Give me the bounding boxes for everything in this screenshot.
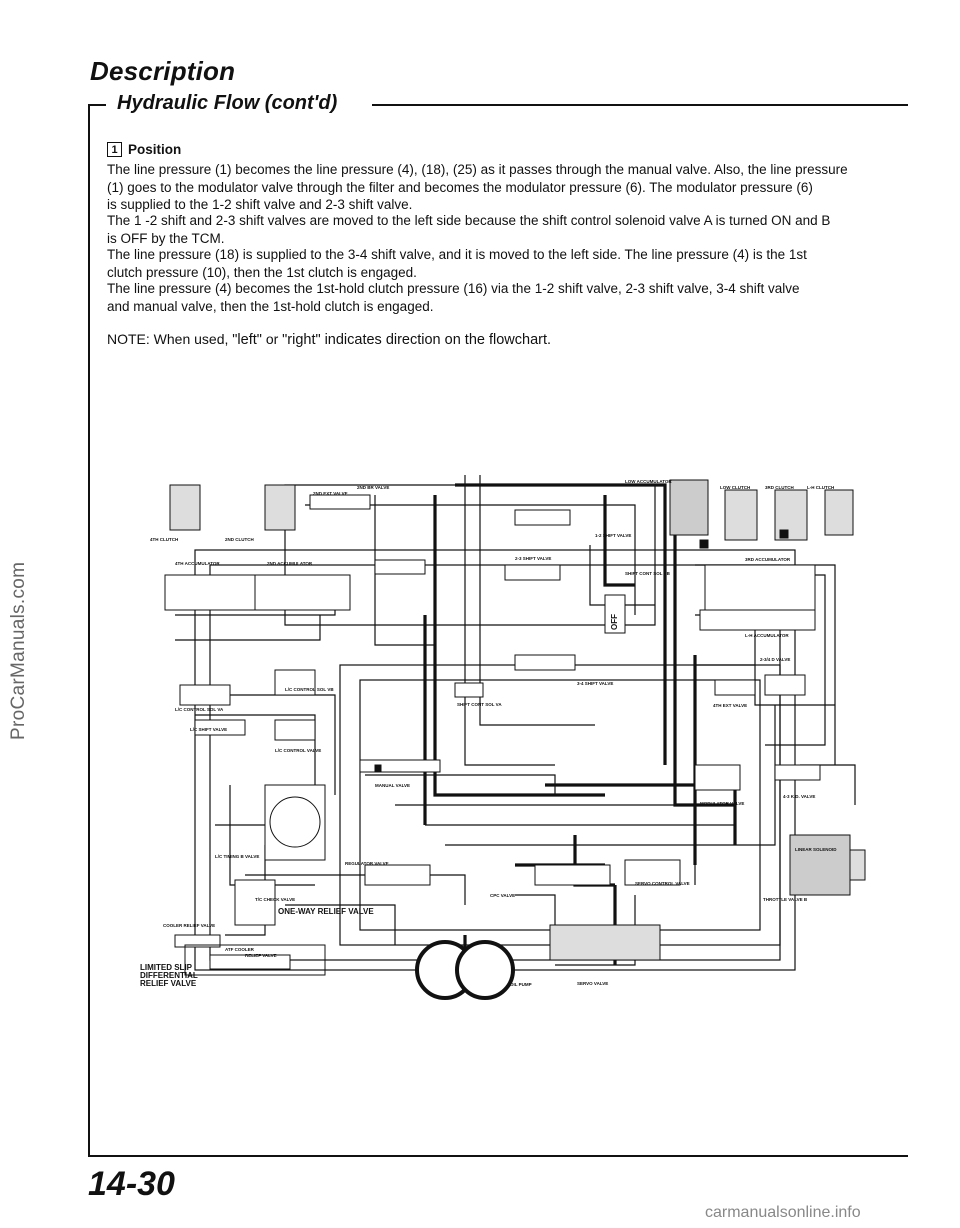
low-accumulator-label: LOW ACCUMULATOR [625,479,672,484]
shift-ctrl-sol-va-label: SHIFT CONT SOL VA [457,702,502,707]
tc-check-valve-label: T/C CHECK VALVE [255,897,295,902]
low-clutch-label: LOW CLUTCH [720,485,750,490]
direction-note: NOTE: When used, "left" or "right" indic… [107,331,551,348]
lc-timing-b-valve-label: L/C TIMING B VALVE [215,854,259,859]
oil-pump-label: OIL PUMP [510,982,532,987]
off-label: OFF [610,614,619,630]
paragraph-line: The line pressure (1) becomes the line p… [107,162,848,177]
position-label: Position [128,142,182,157]
lc-control-valve-label: L/C CONTROL VALVE [275,748,321,753]
fourth-clutch-label: 4TH CLUTCH [150,537,178,542]
one-two-shift-valve-label: 1-2 SHIFT VALVE [595,533,631,538]
second-clutch-label: 2ND CLUTCH [225,537,254,542]
servo-control-valve-label: SERVO CONTROL VALVE [635,881,690,886]
paragraph-line: clutch pressure (10), then the 1st clutc… [107,264,417,280]
second-ext-valve-label: 2ND EXT VALVE [313,491,348,496]
lc-shift-valve-label: L/C SHIFT VALVE [190,727,227,732]
paragraph-line: The line pressure (18) is supplied to th… [107,247,807,262]
paragraph-line: (1) goes to the modulator valve through … [107,179,813,195]
fourth-accumulator-label: 4TH ACCUMULATOR [175,561,220,566]
lsd-relief-label-1: LIMITED SLIP [140,963,193,972]
page-number: 14-30 [88,1165,175,1203]
header-rule-left [88,104,106,106]
flowchart-pressure-lines [423,483,737,975]
cpc-valve-label: CPC VALVE [490,893,515,898]
paragraph-line: is OFF by the TCM. [107,230,225,246]
flowchart-labels: 4TH CLUTCH 2ND CLUTCH 4TH ACCUMULATOR 2N… [140,479,837,988]
paragraph-1: The line pressure (1) becomes the line p… [107,161,897,214]
two-three-d-valve-label: 2-3/4 D VALVE [760,657,790,662]
note-or: or [265,331,279,347]
paragraph-line: and manual valve, then the 1st-hold clut… [107,298,434,314]
manual-valve-label: MANUAL VALVE [375,783,410,788]
on-label: ON [459,687,471,696]
paragraph-line: The line pressure (4) becomes the 1st-ho… [107,281,800,296]
one-way-relief-valve-label: ONE-WAY RELIEF VALVE [278,907,374,916]
paragraph-line: The 1 -2 shift and 2-3 shift valves are … [107,213,831,228]
paragraph-4: The line pressure (4) becomes the 1st-ho… [107,280,897,315]
paragraph-line: is supplied to the 1-2 shift valve and 2… [107,197,413,212]
side-watermark: ProCarManuals.com [8,561,29,740]
page-title: Description [90,56,236,86]
three-four-shift-valve-label: 3-4 SHIFT VALVE [577,681,613,686]
lsd-relief-label-3: RELIEF VALVE [140,979,197,988]
note-prefix: NOTE: When used, [107,331,229,347]
third-accumulator-label: 3RD ACCUMULATOR [745,557,791,562]
hydraulic-flowchart: 4TH CLUTCH 2ND CLUTCH 4TH ACCUMULATOR 2N… [140,475,866,1000]
header-rule-right [372,104,908,106]
throttle-valve-b-label: THROTTLE VALVE B [763,897,808,902]
relief-valve-label: RELIEF VALVE [245,953,277,958]
second-br-valve-label: 2ND BR VALVE [357,485,389,490]
bottom-rule [88,1155,908,1157]
note-right: "right" [282,332,321,348]
section-number-box: 1 [107,142,122,157]
four-three-kd-valve-label: 4-3 K.D. VALVE [783,794,815,799]
lc-control-sol-va-label: L/C CONTROL SOL VA [175,707,224,712]
section-subtitle: Hydraulic Flow (cont'd) [117,92,338,114]
lc-control-sol-vb-label: L/C CONTROL SOL VB [285,687,334,692]
linear-solenoid-label: LINEAR SOLENOID [795,847,837,852]
second-accumulator-label: 2ND ACCUMULATOR [267,561,313,566]
atf-cooler-label: ATF COOLER [225,947,255,952]
servo-valve-label: SERVO VALVE [577,981,608,986]
flowchart-components [164,479,866,1000]
paragraph-2: The 1 -2 shift and 2-3 shift valves are … [107,212,897,247]
cooler-relief-valve-label: COOLER RELIEF VALVE [163,923,215,928]
two-three-shift-valve-label: 2-3 SHIFT VALVE [515,556,551,561]
footer-watermark: carmanualsonline.info [705,1204,861,1221]
lh-accumulator-label: L-H ACCUMULATOR [745,633,789,638]
lh-clutch-label: L-H CLUTCH [807,485,834,490]
left-margin-rule [88,104,90,1156]
note-suffix: indicates direction on the flowchart. [324,332,552,348]
fourth-ext-valve-label: 4TH EXT VALVE [713,703,747,708]
paragraph-3: The line pressure (18) is supplied to th… [107,246,897,281]
shift-ctrl-sol-vb-label: SHIFT CONT SOL VB [625,571,671,576]
lsd-relief-label-2: DIFFERENTIAL [140,971,198,980]
position-heading: 1 Position [107,142,181,157]
note-left: "left" [232,332,262,348]
regulator-valve-label: REGULATOR VALVE [345,861,389,866]
modulator-valve-label: MODULATOR VALVE [700,801,744,806]
third-clutch-label: 3RD CLUTCH [765,485,794,490]
